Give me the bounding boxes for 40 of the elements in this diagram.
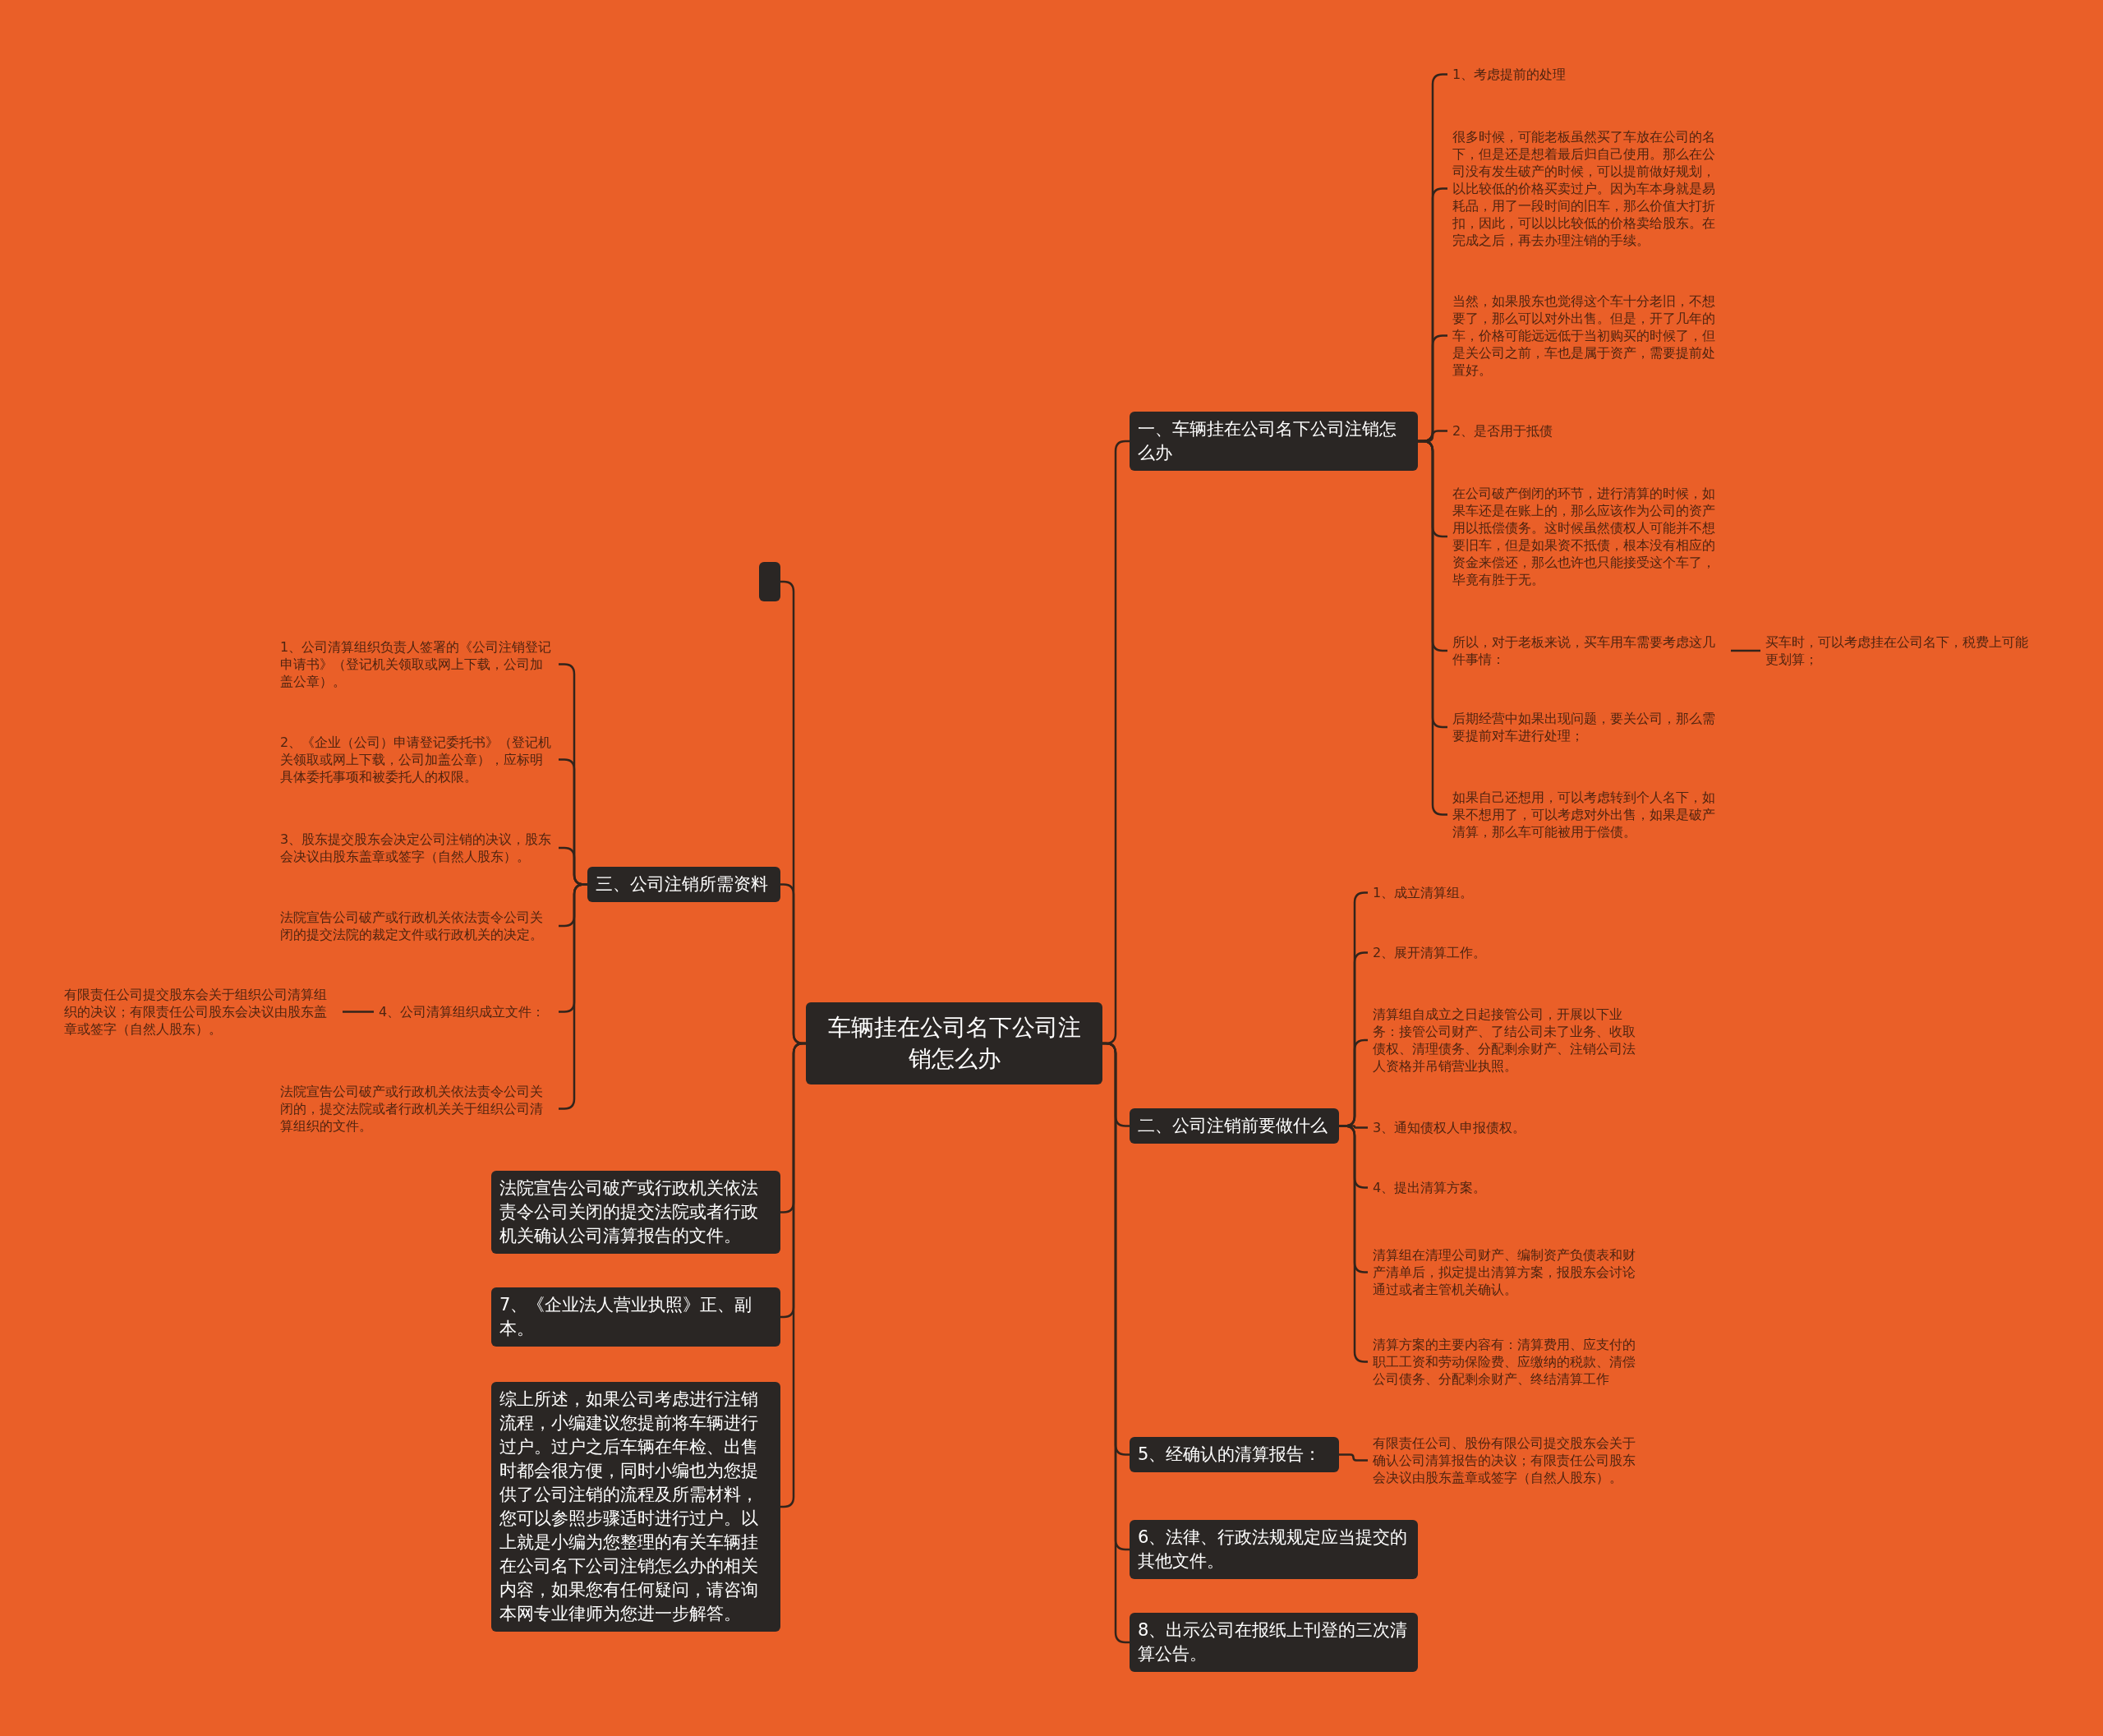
subtopic-text: 2、《企业（公司）申请登记委托书》（登记机关领取或网上下载，公司加盖公章），应标明具体委托事项和被委托人的权限。 <box>275 731 559 787</box>
connector-line <box>1731 649 1760 652</box>
topic-box: 8、出示公司在报纸上刊登的三次清算公告。 <box>1130 1613 1418 1672</box>
central-topic-box: 车辆挂在公司名下公司注销怎么办 <box>806 1002 1102 1084</box>
subtopic-text: 4、公司清算组织成立文件： <box>374 1001 559 1022</box>
subtopic-text: 4、提出清算方案。 <box>1368 1177 1651 1198</box>
topic-box: 7、《企业法人营业执照》正、副本。 <box>491 1287 780 1347</box>
subtopic-text: 买车时，可以考虑挂在公司名下，税费上可能更划算； <box>1760 632 2044 670</box>
empty-topic-box <box>759 562 780 601</box>
subtopic-text: 3、股东提交股东会决定公司注销的决议，股东会决议由股东盖章或签字（自然人股东）。 <box>275 829 559 867</box>
topic-box: 三、公司注销所需资料 <box>587 867 780 902</box>
subtopic-text: 后期经营中如果出现问题，要关公司，那么需要提前对车进行处理； <box>1447 708 1731 746</box>
subtopic-text: 在公司破产倒闭的环节，进行清算的时候，如果车还是在账上的，那么应该作为公司的资产用以抵偿债务。这时候虽然债权人可能并不想要旧车，但是如果资不抵债，根本没有相应的资金来偿还，那么也许也只能接受这个车了，毕竟有胜于无。 <box>1447 483 1731 590</box>
subtopic-text: 3、通知债权人申报债权。 <box>1368 1117 1651 1138</box>
topic-box: 综上所述，如果公司考虑进行注销流程，小编建议您提前将车辆进行过户。过户之后车辆在年检、出售时都会很方便，同时小编也为您提供了公司注销的流程及所需材料，您可以参照步骤适时进行过户。以上就是小编为您整理的有关车辆挂在公司名下公司注销怎么办的相关内容，如果您有任何疑问，请咨询本网专业律师为您进一步解答。 <box>491 1382 780 1632</box>
subtopic-text: 很多时候，可能老板虽然买了车放在公司的名下，但是还是想着最后归自己使用。那么在公司没有发生破产的时候，可以提前做好规划，以比较低的价格买卖过户。因为车本身就是易耗品，用了一段时间的旧车，那么价值大打折扣，因此，可以以比较低的价格卖给股东。在完成之后，再去办理注销的手续。 <box>1447 126 1731 251</box>
subtopic-text: 法院宣告公司破产或行政机关依法责令公司关闭的提交法院的裁定文件或行政机关的决定。 <box>275 907 559 945</box>
subtopic-text: 清算组自成立之日起接管公司，开展以下业务：接管公司财产、了结公司未了业务、收取债权、清理债务、分配剩余财产、注销公司法人资格并吊销营业执照。 <box>1368 1004 1651 1076</box>
subtopic-text: 清算方案的主要内容有：清算费用、应支付的职工工资和劳动保险费、应缴纳的税款、清偿公司债务、分配剩余财产、终结清算工作 <box>1368 1333 1651 1389</box>
subtopic-text: 1、考虑提前的处理 <box>1447 63 1731 85</box>
connector-line <box>1339 1453 1368 1462</box>
subtopic-text: 2、是否用于抵债 <box>1447 420 1731 441</box>
topic-box: 法院宣告公司破产或行政机关依法责令公司关闭的提交法院或者行政机关确认公司清算报告的文件。 <box>491 1171 780 1254</box>
subtopic-text: 有限责任公司提交股东会关于组织公司清算组织的决议；有限责任公司股东会决议由股东盖章或签字（自然人股东）。 <box>59 983 343 1039</box>
connector-line <box>343 1011 374 1013</box>
subtopic-text: 2、展开清算工作。 <box>1368 942 1651 963</box>
topic-box: 5、经确认的清算报告： <box>1130 1437 1339 1472</box>
topic-box: 二、公司注销前要做什么 <box>1130 1108 1339 1144</box>
subtopic-text: 法院宣告公司破产或行政机关依法责令公司关闭的，提交法院或者行政机关关于组织公司清算组织的文件。 <box>275 1080 559 1136</box>
subtopic-text: 所以，对于老板来说，买车用车需要考虑这几件事情： <box>1447 632 1731 670</box>
subtopic-text: 1、公司清算组织负责人签署的《公司注销登记申请书》（登记机关领取或网上下载，公司加盖公章）。 <box>275 636 559 692</box>
subtopic-text: 如果自己还想用，可以考虑转到个人名下，如果不想用了，可以考虑对外出售，如果是破产清算，那么车可能被用于偿债。 <box>1447 786 1731 842</box>
topic-box: 6、法律、行政法规规定应当提交的其他文件。 <box>1130 1520 1418 1579</box>
subtopic-text: 有限责任公司、股份有限公司提交股东会关于确认公司清算报告的决议；有限责任公司股东会决议由股东盖章或签字（自然人股东）。 <box>1368 1432 1651 1488</box>
connector-line <box>780 1042 807 1508</box>
subtopic-text: 清算组在清理公司财产、编制资产负债表和财产清单后，拟定提出清算方案，报股东会讨论通过或者主管机关确认。 <box>1368 1244 1651 1300</box>
topic-box: 一、车辆挂在公司名下公司注销怎么办 <box>1130 412 1418 471</box>
subtopic-text: 1、成立清算组。 <box>1368 882 1651 903</box>
subtopic-text: 当然，如果股东也觉得这个车十分老旧，不想要了，那么可以对外出售。但是，开了几年的车，价格可能远远低于当初购买的时候了，但是关公司之前，车也是属于资产，需要提前处置好。 <box>1447 290 1731 380</box>
connector-line <box>1102 1042 1130 1644</box>
